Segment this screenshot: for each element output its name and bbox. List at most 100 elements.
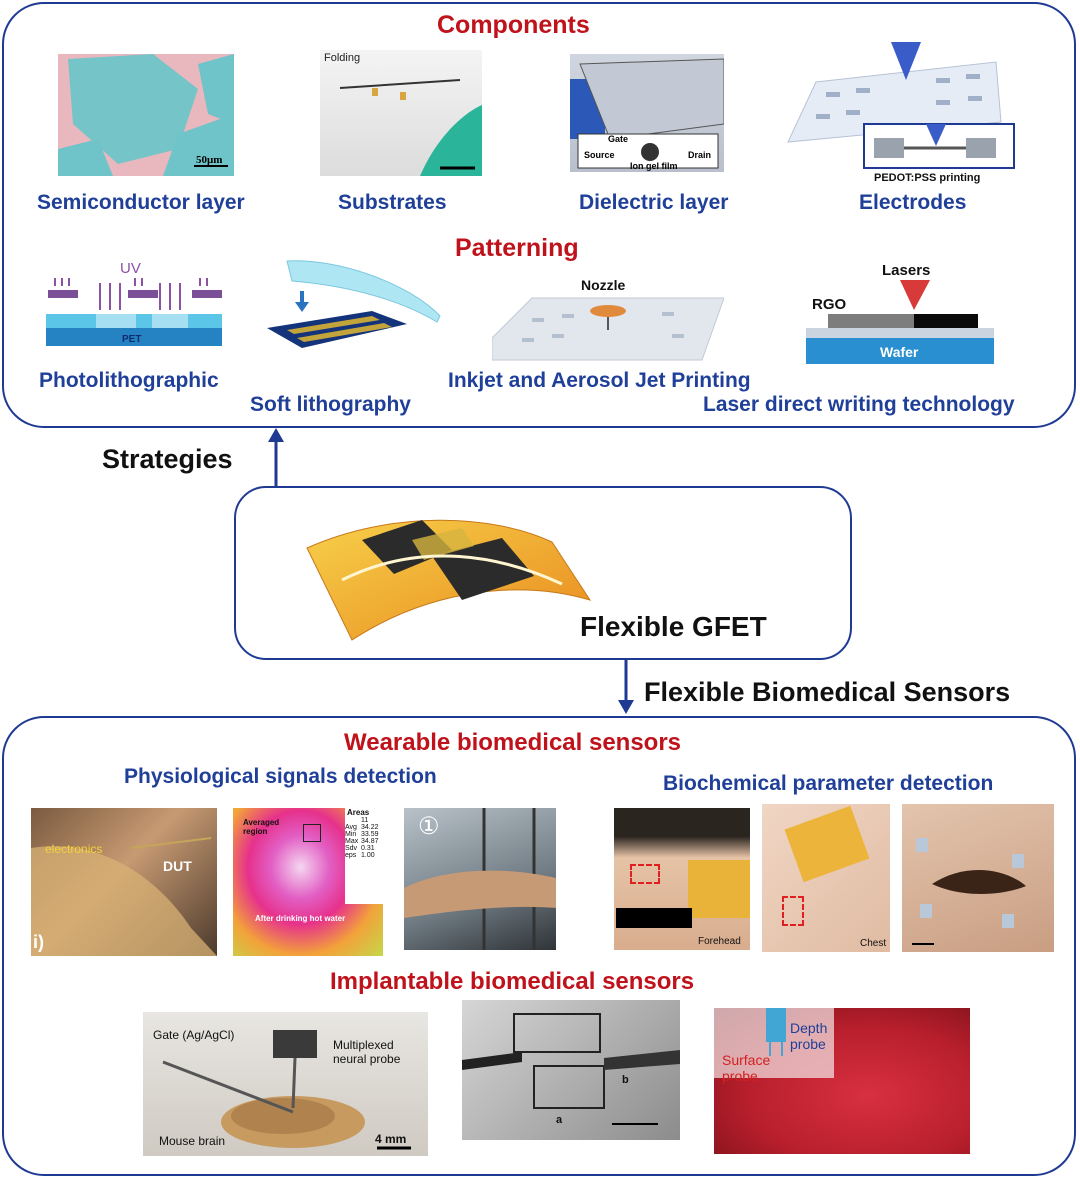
chest-sensor-board: [784, 805, 870, 883]
brain-scale-label: 4 mm: [375, 1132, 407, 1146]
mouse-brain-label: Mouse brain: [159, 1134, 226, 1148]
stats-key: eps: [345, 852, 357, 859]
chest-sensor-highlight: [782, 896, 804, 926]
stats-row: eps 1.00: [345, 852, 383, 859]
wrist-drawing: [404, 808, 556, 950]
forehead-caption: Forehead: [698, 936, 741, 947]
wafer-label: Wafer: [880, 344, 919, 360]
pedot-caption: PEDOT:PSS printing: [874, 172, 981, 184]
chest-caption: Chest: [860, 938, 887, 949]
stats-key: [345, 817, 361, 824]
privacy-bar: [616, 908, 692, 928]
stats-value: 33.59: [361, 831, 379, 838]
stats-value: 11: [361, 817, 369, 824]
stats-row: 11: [345, 817, 383, 824]
depth-probe-label: Depth probe: [790, 1020, 828, 1052]
stats-key: Max: [345, 838, 359, 845]
photolithography-diagram: UV PET: [40, 258, 226, 350]
biochemical-title: Biochemical parameter detection: [663, 772, 994, 795]
strategies-frame: [2, 2, 1076, 428]
flexible-biomedical-sensors-label: Flexible Biomedical Sensors: [644, 677, 1011, 707]
implantable-title: Implantable biomedical sensors: [330, 968, 695, 995]
electrodes-printing-image: PEDOT:PSS printing: [786, 42, 1016, 188]
neck-sensor-photo: electronics DUT i): [31, 808, 217, 956]
sensors-arrow: [618, 660, 634, 714]
pet-label: PET: [122, 334, 142, 345]
folding-caption: Folding: [324, 52, 361, 64]
neural-probe-label: Multiplexed neural probe: [333, 1038, 401, 1066]
gate-label: Gate: [608, 134, 629, 144]
areas-header: Areas: [347, 808, 370, 817]
inkjet-printing-diagram: Nozzle: [492, 278, 724, 362]
laser-writing-label: Laser direct writing technology: [703, 393, 1015, 416]
averaged-region-label: Averaged region: [243, 818, 280, 836]
dielectric-drawing: [570, 58, 724, 169]
folding-substrate-drawing: [339, 79, 482, 176]
cortex-probes-photo: Depth probe Surface probe: [714, 1008, 970, 1154]
substrates-photo: Folding: [320, 50, 482, 176]
strategies-arrow: [268, 428, 284, 486]
stats-value: 34.22: [361, 824, 379, 831]
probe-micrograph-drawing: [462, 1013, 680, 1125]
ion-gel-label: Ion gel film: [630, 161, 678, 171]
physiological-title: Physiological signals detection: [124, 765, 437, 788]
laser-writing-drawing: [806, 280, 994, 364]
nozzle-label: Nozzle: [581, 278, 626, 293]
sensors-frame: [2, 716, 1076, 1176]
stats-row: Min 33.59: [345, 831, 383, 838]
stats-key: Sdv: [345, 845, 358, 852]
electrode-array-drawing: [787, 42, 1015, 169]
stats-row: Avg 34.22: [345, 824, 383, 831]
semiconductor-layer-label: Semiconductor layer: [37, 191, 245, 214]
gate-ag-label: Gate (Ag/AgCl): [153, 1028, 235, 1042]
eye-drawing: [912, 838, 1026, 945]
brain-probe-drawing: [162, 1030, 411, 1150]
thermal-image: Averaged region Areas 11 Avg 34.22 Min 33.…: [233, 808, 383, 956]
electronics-label: electronics: [45, 842, 103, 856]
dut-label: DUT: [163, 858, 192, 874]
neck-sensor-drawing: [31, 837, 217, 956]
substrates-label: Substrates: [338, 191, 447, 214]
thermal-selection-box: [303, 824, 321, 842]
inkjet-printing-label: Inkjet and Aerosol Jet Printing: [448, 369, 751, 392]
components-title: Components: [437, 11, 590, 39]
dielectric-layer-label: Dielectric layer: [579, 191, 729, 214]
rgo-label: RGO: [812, 296, 847, 313]
source-label: Source: [584, 150, 615, 160]
stats-key: Min: [345, 831, 357, 838]
dielectric-photo: Gate Source Drain Ion gel film: [570, 54, 724, 172]
micrograph-scale-label: 50μm: [196, 154, 223, 166]
chest-sensor-photo: Chest: [762, 804, 890, 952]
hot-water-caption: After drinking hot water: [255, 914, 346, 923]
stats-value: 1.00: [361, 852, 375, 859]
stats-value: 34.87: [361, 838, 379, 845]
forehead-sensor-photo: Forehead: [614, 808, 750, 950]
forehead-sensor-highlight: [630, 864, 660, 884]
circled-one-marker: ①: [418, 813, 440, 840]
sensor-board: [688, 860, 750, 918]
laser-writing-diagram: Lasers RGO Wafer: [806, 262, 998, 366]
soft-lithography-label: Soft lithography: [250, 393, 411, 416]
wearable-title: Wearable biomedical sensors: [344, 729, 682, 756]
probe-micrograph: a b: [462, 1000, 680, 1140]
stats-key: Avg: [345, 824, 357, 831]
wrist-measurement-photo: ①: [404, 808, 556, 950]
gfet-device-illustration: [306, 519, 592, 641]
probe-label-b: b: [622, 1074, 629, 1086]
eye-sensor-photo: [902, 804, 1054, 952]
photolithographic-label: Photolithographic: [39, 369, 219, 392]
cortex-probes-drawing: [714, 1008, 834, 1078]
gfet-frame: [234, 486, 852, 660]
panel-i-label: i): [33, 932, 44, 952]
semiconductor-micrograph: 50μm: [58, 54, 234, 176]
surface-probe-label: Surface probe: [722, 1052, 771, 1084]
soft-lithography-drawing: [267, 260, 441, 348]
lasers-label: Lasers: [882, 262, 931, 279]
flexible-gfet-label: Flexible GFET: [580, 611, 767, 642]
uv-label: UV: [120, 260, 141, 277]
soft-lithography-diagram: [262, 256, 444, 356]
stats-value: 0.31: [361, 845, 375, 852]
graphene-flake-shapes: [58, 54, 234, 176]
